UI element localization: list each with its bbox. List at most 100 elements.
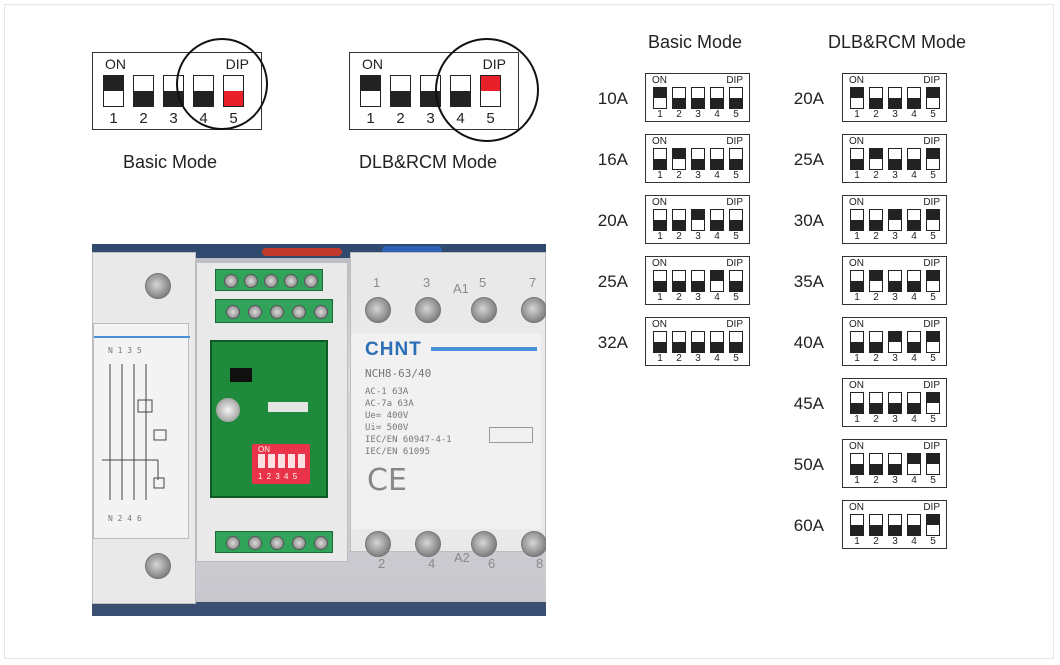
switch-number: 3 xyxy=(892,414,898,425)
terminal-screw xyxy=(244,274,258,288)
switch-knob xyxy=(673,98,685,108)
dip-lever xyxy=(288,454,295,468)
switch-number: 4 xyxy=(714,353,720,364)
switch-knob xyxy=(870,525,882,535)
switch-number: 3 xyxy=(695,109,701,120)
contactor-module: 1 3 A1 5 7 CHNT NCH8-63/40 AC-1 63A AC-7… xyxy=(350,252,546,557)
terminal-numbers-top: N 1 3 5 xyxy=(108,346,142,355)
dip-switch-1 xyxy=(653,331,667,353)
terminal-screw xyxy=(292,305,306,319)
switch-number: 5 xyxy=(733,109,739,120)
switch-knob xyxy=(730,281,742,291)
switch-number: 2 xyxy=(873,475,879,486)
switch-number: 3 xyxy=(892,536,898,547)
terminal-block xyxy=(215,299,333,323)
dip-switch-3 xyxy=(888,87,902,109)
dip-switch-3 xyxy=(691,331,705,353)
switch-number: 2 xyxy=(873,170,879,181)
on-label: ON xyxy=(105,56,126,72)
dip-switch-5 xyxy=(926,392,940,414)
blue-wire xyxy=(382,246,442,254)
switch-number: 2 xyxy=(139,110,148,127)
dip-switch-3 xyxy=(888,209,902,231)
dip-switch-5 xyxy=(729,87,743,109)
switch-number: 3 xyxy=(426,110,435,127)
dip-switch-4 xyxy=(710,209,724,231)
switch-knob xyxy=(692,281,704,291)
spec-line: Ui= 500V xyxy=(365,423,409,433)
switch-knob xyxy=(927,393,939,403)
switch-number: 3 xyxy=(695,292,701,303)
dip-switch-4 xyxy=(907,331,921,353)
dip-switch-3 xyxy=(888,453,902,475)
spec-line: IEC/EN 60947-4-1 xyxy=(365,435,452,445)
switch-knob xyxy=(361,76,380,91)
dip-switch-3 xyxy=(691,270,705,292)
switch-number: 3 xyxy=(892,353,898,364)
dip-switch-4 xyxy=(907,148,921,170)
switch-knob xyxy=(870,149,882,159)
amperage-label: 25A xyxy=(793,150,824,169)
dip-switch-4 xyxy=(907,270,921,292)
switch-number: 5 xyxy=(733,292,739,303)
dip-switch-2 xyxy=(869,331,883,353)
switch-knob xyxy=(851,464,863,474)
spec-line: IEC/EN 61095 xyxy=(365,447,431,457)
switch-knob xyxy=(889,464,901,474)
terminal-number: 5 xyxy=(479,275,487,290)
terminal-screw xyxy=(248,536,262,550)
amperage-label: 45A xyxy=(793,394,824,413)
switch-number: 1 xyxy=(854,231,860,242)
red-dip-switch[interactable]: ON 1 2 3 4 5 xyxy=(252,444,310,484)
switch-knob xyxy=(889,332,901,342)
dip-switch-5 xyxy=(729,209,743,231)
dip-switch-2 xyxy=(133,75,154,107)
terminal-screw xyxy=(304,274,318,288)
switch-knob xyxy=(908,98,920,108)
dip-switch-1 xyxy=(850,209,864,231)
switch-number: 2 xyxy=(873,231,879,242)
switch-knob xyxy=(927,88,939,98)
dip-label: DIP xyxy=(923,441,940,452)
switch-knob xyxy=(908,525,920,535)
amperage-label: 32A xyxy=(597,333,628,352)
component-row xyxy=(268,402,308,412)
dip-switch-2 xyxy=(390,75,411,107)
screw-hole xyxy=(365,531,391,557)
ce-mark: CE xyxy=(367,463,407,498)
terminal-numbers-bottom: N 2 4 6 xyxy=(108,514,142,523)
amperage-label: 50A xyxy=(793,455,824,474)
dip-label: DIP xyxy=(923,319,940,330)
dip-lever xyxy=(258,454,265,468)
switch-number: 3 xyxy=(892,170,898,181)
switch-knob xyxy=(692,342,704,352)
controller-pcb: ON 1 2 3 4 5 xyxy=(210,340,328,498)
terminal-screw xyxy=(226,305,240,319)
switch-number: 1 xyxy=(854,536,860,547)
switch-knob xyxy=(908,159,920,169)
switch-knob xyxy=(927,515,939,525)
dip-switch-1 xyxy=(653,148,667,170)
on-label: ON xyxy=(652,197,667,208)
amperage-label: 20A xyxy=(597,211,628,230)
dip-switch-1 xyxy=(850,87,864,109)
switch-number: 5 xyxy=(930,414,936,425)
switch-number: 3 xyxy=(892,231,898,242)
dip-switch-4 xyxy=(907,514,921,536)
switch-knob xyxy=(654,88,666,98)
switch-number: 4 xyxy=(714,109,720,120)
dip-label: DIP xyxy=(726,136,743,147)
switch-number: 2 xyxy=(676,170,682,181)
switch-knob xyxy=(654,342,666,352)
switch-knob xyxy=(711,271,723,281)
dip-switch-4 xyxy=(907,209,921,231)
dip-label: DIP xyxy=(923,197,940,208)
switch-number: 2 xyxy=(676,292,682,303)
dip-lever xyxy=(278,454,285,468)
dip-switch-5 xyxy=(926,331,940,353)
dip-switch-5 xyxy=(926,209,940,231)
switch-knob xyxy=(654,281,666,291)
terminal-number: 4 xyxy=(428,556,436,571)
